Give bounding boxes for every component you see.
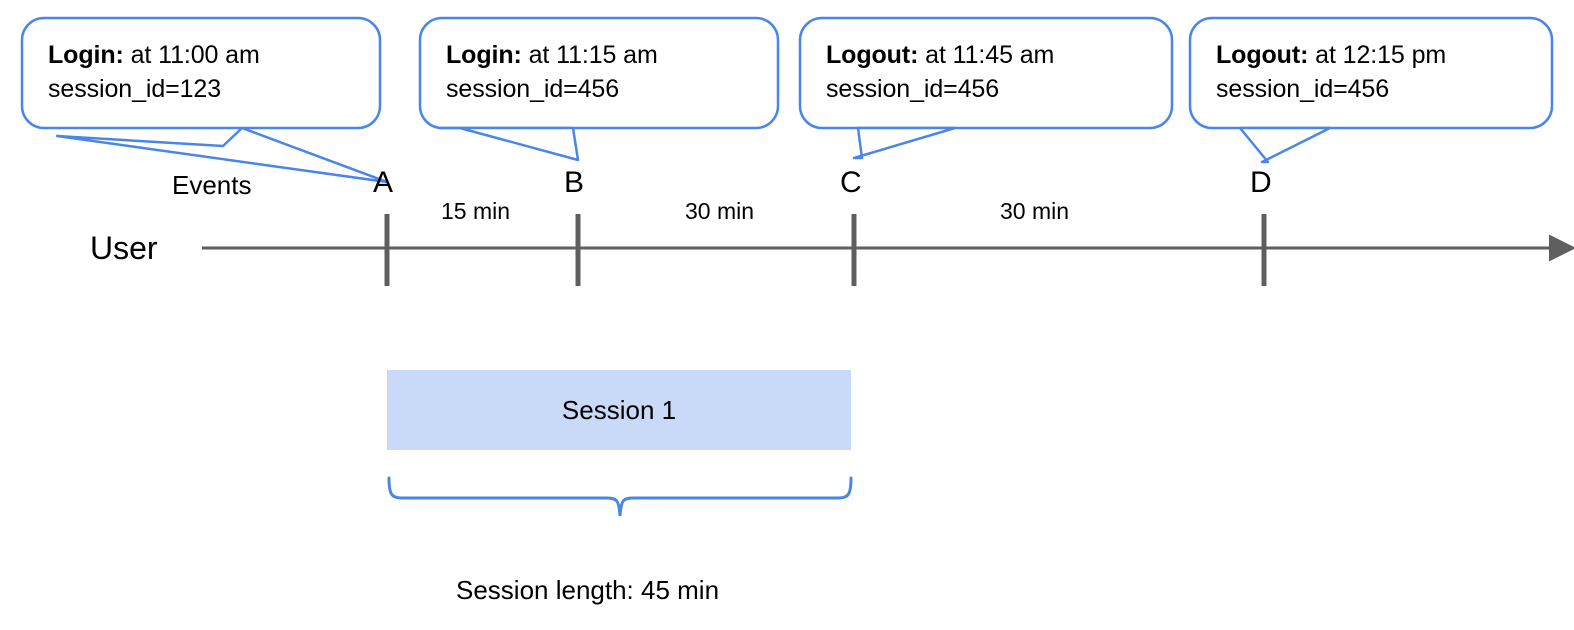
callout-a-session: session_id=123: [48, 75, 222, 103]
callout-a-bubble: [20, 16, 382, 130]
event-label-a: A: [373, 166, 394, 199]
callout-b-session: session_id=456: [446, 75, 620, 103]
callout-d-time: at 12:15 pm: [1315, 41, 1447, 69]
session-brace: [387, 476, 853, 517]
session-length-caption: Session length: 45 min: [456, 575, 720, 605]
callout-a-time: at 11:00 am: [130, 41, 260, 69]
callout-b-text: Login: at 11:15 am session_id=456: [446, 38, 658, 106]
duration-label-cd: 30 min: [1000, 198, 1070, 224]
callout-c-time: at 11:45 am: [925, 41, 1055, 69]
callout-d-title: Logout:: [1216, 41, 1309, 69]
callout-d-session: session_id=456: [1216, 75, 1390, 103]
event-label-c: C: [840, 166, 862, 199]
lane-label-user: User: [90, 230, 158, 266]
events-label: Events: [172, 170, 252, 200]
callout-b-tail: [438, 126, 580, 162]
callout-a-title: Login:: [48, 41, 124, 69]
event-label-d: D: [1250, 166, 1272, 199]
callout-b-bubble: [418, 16, 780, 130]
session-bar-label: Session 1: [561, 394, 677, 425]
event-label-b: B: [564, 166, 585, 199]
callout-c-session: session_id=456: [826, 75, 1000, 103]
callout-c-bubble: [798, 16, 1174, 130]
callout-c-text: Logout: at 11:45 am session_id=456: [826, 38, 1054, 106]
callout-d-text: Logout: at 12:15 pm session_id=456: [1216, 38, 1446, 106]
callout-d-tail: [1238, 126, 1332, 164]
callout-a-text: Login: at 11:00 am session_id=123: [48, 38, 260, 106]
session-bar-1[interactable]: Session 1: [387, 370, 851, 450]
callout-c-title: Logout:: [826, 41, 919, 69]
callout-b-title: Login:: [446, 41, 522, 69]
callout-d-bubble: [1188, 16, 1554, 130]
duration-label-bc: 30 min: [685, 198, 755, 224]
callout-a-tail: [55, 126, 389, 184]
callout-c-tail: [852, 126, 957, 160]
callout-b-time: at 11:15 am: [528, 41, 658, 69]
duration-label-ab: 15 min: [441, 198, 511, 224]
